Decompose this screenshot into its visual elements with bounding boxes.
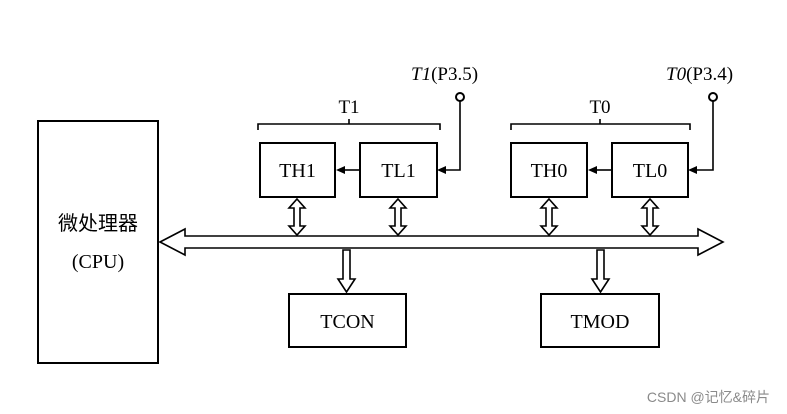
pin-terminal-t0 bbox=[708, 92, 718, 102]
brace-t0 bbox=[510, 119, 691, 130]
arrowhead-pin-t1 bbox=[437, 166, 446, 174]
bus-link-th0 bbox=[539, 197, 559, 237]
register-tl0 bbox=[611, 142, 689, 198]
bus-link-tmod bbox=[590, 249, 611, 294]
brace-t1 bbox=[257, 119, 441, 130]
pin-t0-name: T0 bbox=[666, 64, 687, 85]
arrowhead-tl1-to-th1 bbox=[336, 166, 345, 174]
internal-bus-arrow bbox=[158, 227, 725, 257]
register-tl0-label: TL0 bbox=[633, 160, 667, 182]
watermark-text: CSDN @记忆&碎片 bbox=[647, 389, 770, 405]
cpu-label-cn: 微处理器 bbox=[58, 212, 138, 235]
register-th1 bbox=[259, 142, 336, 198]
register-tmod-label: TMOD bbox=[571, 311, 630, 333]
pin-t1-name: T1 bbox=[411, 64, 431, 85]
register-th0-label: TH0 bbox=[531, 160, 568, 182]
register-tl1-label: TL1 bbox=[381, 160, 415, 182]
arrowhead-tl0-to-th0 bbox=[588, 166, 597, 174]
register-tl1 bbox=[359, 142, 438, 198]
register-tcon bbox=[288, 293, 407, 348]
bus-link-tl1 bbox=[388, 197, 408, 237]
pin-label-t1: T1(P3.5) bbox=[411, 64, 478, 85]
group-label-t1: T1 bbox=[338, 97, 359, 118]
register-th1-label: TH1 bbox=[279, 160, 316, 182]
arrowhead-pin-t0 bbox=[688, 166, 697, 174]
register-th0 bbox=[510, 142, 588, 198]
cpu-label-en: (CPU) bbox=[72, 251, 124, 273]
pin-label-t0: T0(P3.4) bbox=[666, 64, 733, 85]
register-tcon-label: TCON bbox=[320, 311, 374, 333]
pin-t0-port: (P3.4) bbox=[686, 64, 733, 85]
bus-link-th1 bbox=[287, 197, 307, 237]
bus-link-tl0 bbox=[640, 197, 660, 237]
pin-t1-port: (P3.5) bbox=[431, 64, 478, 85]
bus-link-tcon bbox=[336, 249, 357, 294]
register-tmod bbox=[540, 293, 660, 348]
wire-pin-t1 bbox=[445, 101, 461, 171]
group-label-t0: T0 bbox=[589, 97, 610, 118]
wire-pin-t0 bbox=[696, 101, 714, 171]
pin-terminal-t1 bbox=[455, 92, 465, 102]
cpu-block bbox=[37, 120, 159, 364]
